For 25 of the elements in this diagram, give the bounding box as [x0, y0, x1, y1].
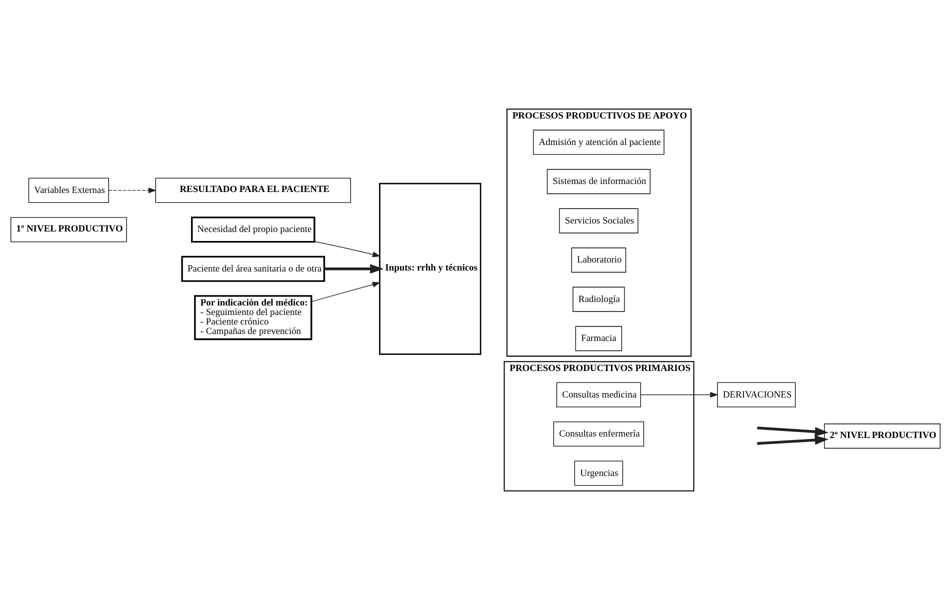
node-box: Radiología [572, 286, 625, 312]
node-box: Farmacia [575, 326, 622, 352]
arrow [640, 392, 718, 398]
node-box: 1º NIVEL PRODUCTIVO [10, 217, 127, 242]
node-box: Urgencias [574, 460, 624, 486]
node-box: Sistemas de información [546, 169, 650, 194]
node-box: DERIVACIONES [717, 382, 796, 408]
node-box: 2º NIVEL PRODUCTIVO [824, 424, 940, 449]
node-box: Consultas medicina [556, 382, 641, 408]
node-box: Variables Externas [28, 178, 109, 203]
node-box: Consultas enfermería [553, 422, 644, 447]
node-box: Servicios Sociales [559, 208, 638, 234]
node-box: Necesidad del propio paciente [191, 216, 316, 243]
node-box: RESULTADO PARA EL PACIENTE [155, 178, 351, 203]
arrow [757, 426, 828, 436]
arrow [757, 435, 828, 445]
node-box: Admisión y atención al paciente [533, 130, 664, 155]
node-box: Laboratorio [571, 248, 626, 273]
node-box: Paciente del área sanitaria o de otra [181, 256, 326, 282]
node-box: Inputs: rrhh y técnicos [379, 182, 482, 355]
arrow [324, 264, 384, 274]
arrow [314, 241, 381, 258]
node-box: Por indicación del médico: - Seguimiento del paciente - Paciente crónico - Campañas de prevención [194, 295, 312, 340]
arrow [108, 188, 157, 194]
arrow [311, 282, 381, 302]
